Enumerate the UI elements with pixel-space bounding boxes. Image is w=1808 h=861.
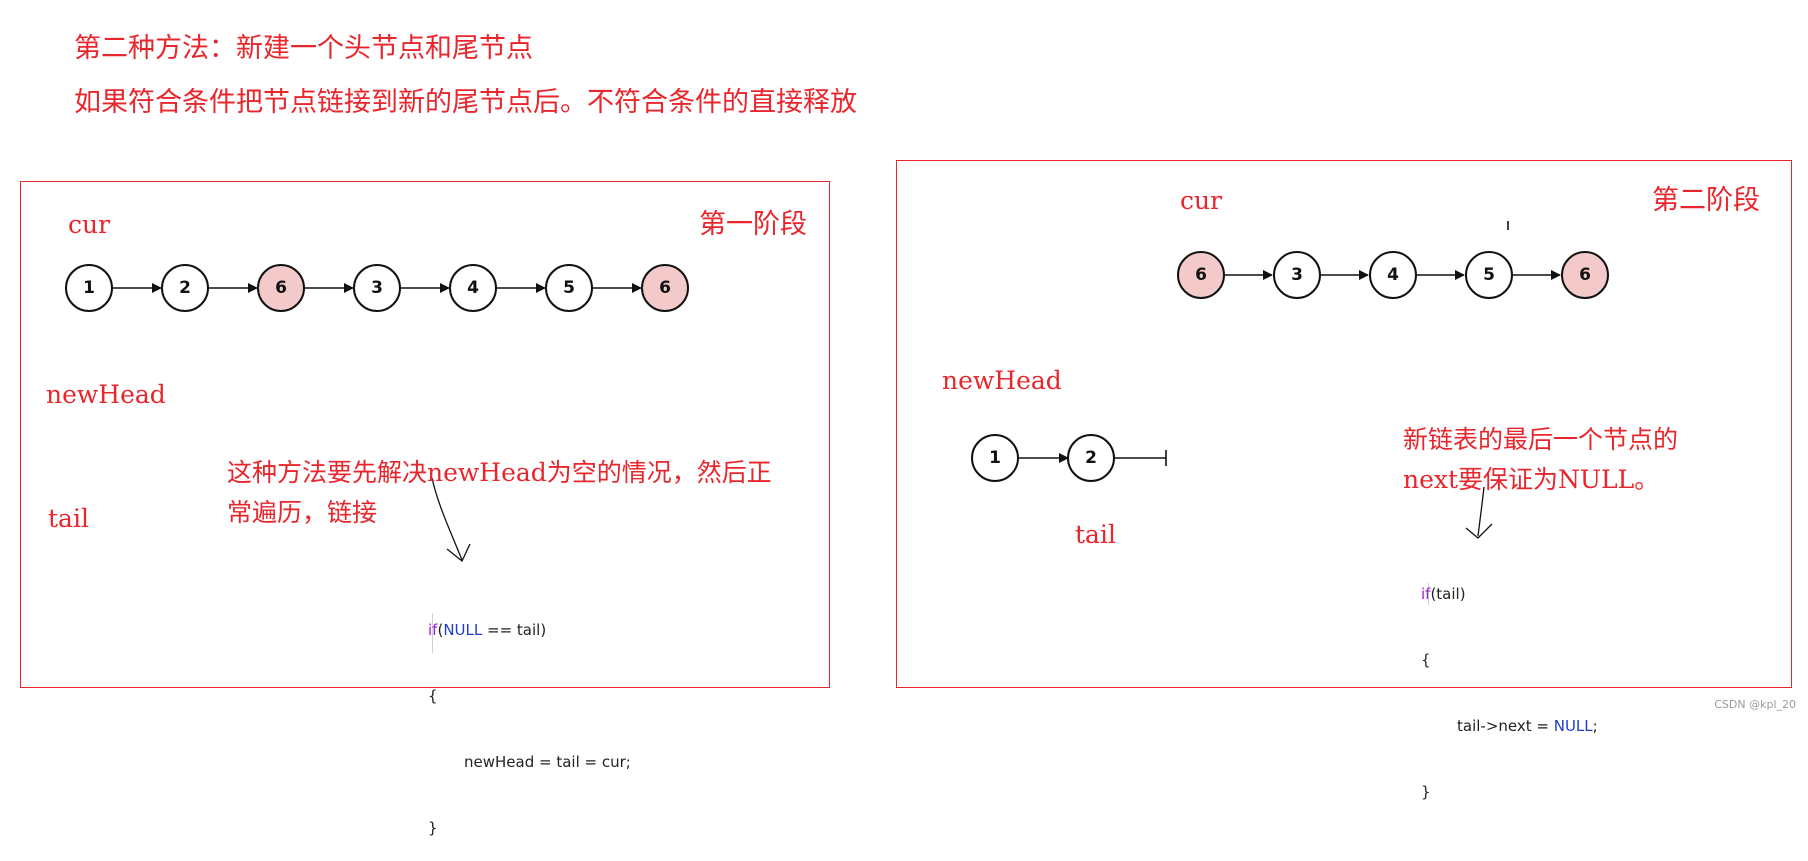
heading-line-1: 第二种方法：新建一个头节点和尾节点 (74, 33, 533, 64)
stage1-note-pointer (431, 477, 463, 561)
node-value: 3 (1291, 265, 1303, 285)
node-value: 4 (467, 278, 479, 298)
code-text: tail->next = (1457, 717, 1554, 735)
stage2-new-node-1: 1 (971, 434, 1019, 482)
code-text: } (428, 819, 438, 837)
code-text: newHead = tail = cur; (464, 753, 631, 771)
stage2-tail-label: tail (1075, 520, 1116, 549)
code-literal: NULL (1553, 717, 1593, 735)
stage2-newhead-label: newHead (942, 366, 1062, 395)
heading-line-2: 如果符合条件把节点链接到新的尾节点后。不符合条件的直接释放 (74, 87, 857, 118)
stage1-note-line-1: 这种方法要先解决newHead为空的情况，然后正 (227, 458, 772, 487)
stage2-note-pointer (1477, 486, 1485, 537)
stage1-node-4: 3 (353, 264, 401, 312)
node-value: 5 (563, 278, 575, 298)
stage2-panel (896, 160, 1792, 688)
stage2-cur-label: cur (1180, 186, 1223, 215)
node-value: 2 (179, 278, 191, 298)
stage2-node-2: 3 (1273, 251, 1321, 299)
stage2-node-1: 6 (1177, 251, 1225, 299)
stage1-title: 第一阶段 (699, 209, 807, 240)
node-value: 1 (989, 448, 1001, 468)
node-value: 6 (1195, 265, 1207, 285)
stage1-node-5: 4 (449, 264, 497, 312)
stage2-note-pointer-head (1465, 523, 1493, 539)
code-text: { (428, 687, 438, 705)
node-value: 5 (1483, 265, 1495, 285)
stage1-panel (20, 181, 830, 688)
code-keyword: if (428, 621, 438, 639)
stage2-note-line-1: 新链表的最后一个节点的 (1403, 425, 1679, 454)
stage1-newhead-label: newHead (46, 380, 166, 409)
stage1-cur-label: cur (68, 210, 111, 239)
code-text: (tail) (1430, 585, 1466, 603)
code-text: } (1421, 783, 1431, 801)
code-literal: NULL (443, 621, 483, 639)
stage2-note: 新链表的最后一个节点的 next要保证为NULL。 (1403, 420, 1678, 500)
stage1-node-6: 5 (545, 264, 593, 312)
node-value: 2 (1085, 448, 1097, 468)
watermark: CSDN @kpl_20 (1714, 698, 1796, 711)
code-text: ; (1592, 717, 1598, 735)
stage1-note: 这种方法要先解决newHead为空的情况，然后正 常遍历，链接 (227, 453, 772, 533)
stage1-node-1: 1 (65, 264, 113, 312)
node-value: 3 (371, 278, 383, 298)
code-keyword: if (1421, 585, 1431, 603)
stage2-node-3: 4 (1369, 251, 1417, 299)
code-text: { (1421, 651, 1431, 669)
stage1-node-3: 6 (257, 264, 305, 312)
stage2-new-node-2: 2 (1067, 434, 1115, 482)
node-value: 6 (659, 278, 671, 298)
stage2-node-4: 5 (1465, 251, 1513, 299)
stage1-code-indent-guide (432, 613, 433, 653)
stage1-node-7: 6 (641, 264, 689, 312)
stage2-code-indent-guide (1428, 583, 1429, 605)
stage2-code-block: if(tail) { tail->next = NULL; } (1421, 539, 1598, 825)
node-value: 1 (83, 278, 95, 298)
stage1-node-2: 2 (161, 264, 209, 312)
stage1-tail-label: tail (48, 504, 89, 533)
stage2-title: 第二阶段 (1652, 185, 1760, 216)
stage1-code-block: if(NULL == tail) { newHead = tail = cur;… (428, 575, 631, 861)
code-text: ( (437, 621, 444, 639)
stage1-note-pointer-head (446, 543, 471, 563)
node-value: 6 (275, 278, 287, 298)
stage2-node-5: 6 (1561, 251, 1609, 299)
code-text: == tail) (482, 621, 547, 639)
node-value: 4 (1387, 265, 1399, 285)
stage1-note-line-2: 常遍历，链接 (227, 498, 378, 527)
diagram-arrows (113, 221, 1561, 563)
node-value: 6 (1579, 265, 1591, 285)
stage2-note-line-2: next要保证为NULL。 (1403, 465, 1660, 494)
